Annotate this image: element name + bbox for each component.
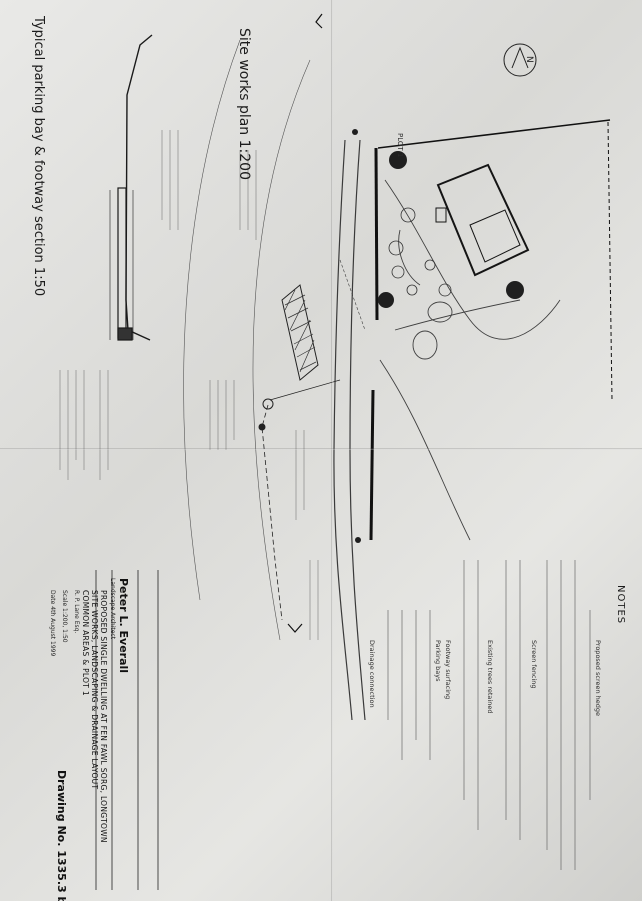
- note-line: Parking bays: [434, 640, 442, 682]
- architect-subtitle: Landscape Architect: [109, 578, 116, 640]
- architect-name: Peter L. Everall: [117, 578, 130, 674]
- fold-crease-vertical: [331, 0, 333, 901]
- house-footprint: [435, 163, 530, 277]
- project-line-1: PROPOSED SINGLE DWELLING AT FEN FAWL SOR…: [99, 590, 108, 843]
- annotation-scribbles: [59, 130, 319, 640]
- note-line: Existing trees retained: [486, 640, 494, 714]
- note-line: Screen fencing: [530, 640, 538, 689]
- project-line-2: SITE WORKS, LANDSCAPING & DRAINAGE LAYOU…: [90, 590, 99, 790]
- site-plan-title: Site works plan 1:200: [236, 28, 252, 180]
- drawing-scale: Scale 1:200, 1:50: [61, 590, 68, 643]
- setting-out-arcs: [183, 39, 311, 641]
- project-line-3: COMMON AREAS & PLOT 1: [81, 590, 90, 696]
- shrub-symbols: [388, 207, 452, 297]
- tree-symbols: [352, 129, 524, 543]
- north-label: N: [524, 56, 534, 63]
- plot-label: PLOT 1: [396, 133, 404, 158]
- client-name: R. P. Lane Esq.: [73, 590, 80, 634]
- fold-crease-horizontal: [0, 448, 642, 450]
- garden-paths: [379, 179, 561, 541]
- parking-bay-section: [109, 34, 153, 341]
- note-line: Footway surfacing: [444, 640, 452, 700]
- title-block-frame: [95, 570, 159, 890]
- drainage-run: [258, 379, 341, 621]
- drawing-date: Date 4th August 1999: [49, 590, 56, 657]
- note-line: Proposed screen hedge: [594, 640, 602, 717]
- hatched-area: [281, 284, 319, 381]
- drawing-number: Drawing No. 1335.3 b: [55, 770, 68, 901]
- access-road: [333, 139, 366, 721]
- direction-arrows: [287, 13, 323, 633]
- notes-heading: NOTES: [615, 585, 626, 625]
- section-title: Typical parking bay & footway section 1:…: [31, 16, 46, 297]
- north-arrow: [503, 43, 537, 77]
- note-line: Drainage connection: [368, 640, 376, 708]
- boundary-lines: [369, 119, 613, 541]
- notes-text-lines: [387, 560, 591, 870]
